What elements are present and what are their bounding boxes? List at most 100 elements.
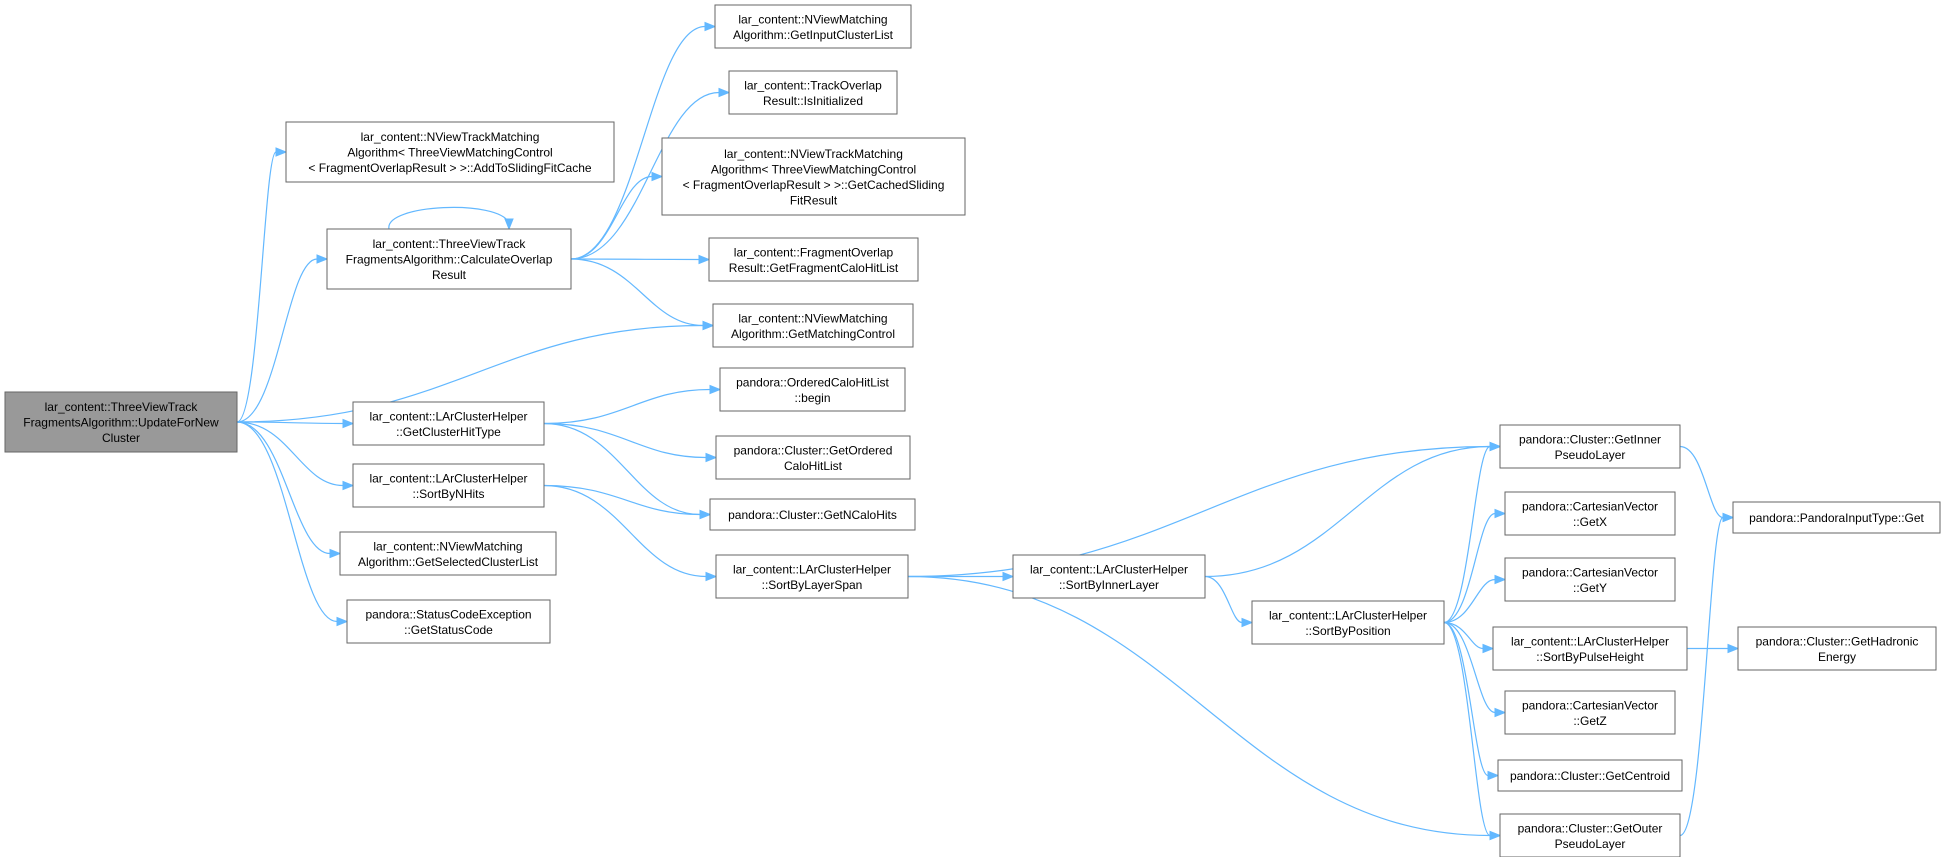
edge-line [907, 575, 1491, 837]
edge-arrowhead [1482, 643, 1495, 654]
node-box [285, 121, 615, 183]
node-label-line: < FragmentOverlapResult > >::AddToSlidin… [308, 161, 591, 175]
edge-line [236, 324, 704, 423]
node-label-line: lar_content::LArClusterHelper [369, 471, 527, 485]
edge-line [543, 484, 701, 516]
edge-line [907, 445, 1491, 578]
node-box [728, 70, 898, 115]
edge-arrowhead [705, 571, 718, 582]
node-label-line: ::GetZ [1573, 714, 1606, 728]
edge-arrowhead [329, 548, 342, 559]
edges-layer [236, 21, 1740, 841]
node-box [719, 367, 906, 412]
edge-calcoverlap-to-getmatching [570, 258, 715, 331]
node-label-line: Algorithm::GetMatchingControl [731, 327, 895, 341]
node-box [346, 599, 551, 644]
node-label-line: pandora::CartesianVector [1522, 698, 1658, 712]
node-sortinner[interactable]: lar_content::LArClusterHelper::SortByInn… [1012, 554, 1206, 599]
edge-gethittype-to-getordered [543, 422, 718, 463]
node-label-line: lar_content::NViewTrackMatching [361, 130, 540, 144]
edge-line [388, 206, 510, 230]
edge-getouter-to-pandoraget [1679, 512, 1735, 837]
node-box [1497, 759, 1683, 792]
edge-line [543, 388, 711, 425]
node-label-line: Result [432, 268, 467, 282]
node-getfragment[interactable]: lar_content::FragmentOverlapResult::GetF… [708, 237, 919, 282]
node-box [1499, 813, 1681, 857]
node-sortspan[interactable]: lar_content::LArClusterHelper::SortByLay… [715, 554, 909, 599]
node-label-line: ::SortByPosition [1305, 624, 1390, 638]
nodes-layer: lar_content::ThreeViewTrackFragmentsAlgo… [4, 4, 1941, 857]
node-box [709, 498, 916, 531]
node-getinput[interactable]: lar_content::NViewMatchingAlgorithm::Get… [714, 4, 912, 49]
node-box [352, 463, 545, 508]
node-label-line: pandora::Cluster::GetOuter [1518, 821, 1663, 835]
node-calcoverlap[interactable]: lar_content::ThreeViewTrackFragmentsAlgo… [326, 228, 572, 290]
node-label-line: ::SortByPulseHeight [1536, 650, 1644, 664]
edge-arrowhead [699, 509, 712, 520]
edge-arrowhead [316, 254, 329, 264]
node-pandoraget[interactable]: pandora::PandoraInputType::Get [1732, 501, 1941, 534]
node-box [339, 531, 557, 576]
edge-sortpos-to-getinner [1443, 441, 1502, 624]
node-label-line: pandora::OrderedCaloHitList [736, 375, 889, 389]
node-box [1012, 554, 1206, 599]
edge-line [570, 91, 720, 260]
node-label-line: FitResult [790, 193, 838, 207]
node-getselected[interactable]: lar_content::NViewMatchingAlgorithm::Get… [339, 531, 557, 576]
node-box [1499, 424, 1681, 469]
node-getz[interactable]: pandora::CartesianVector::GetZ [1504, 690, 1676, 735]
edge-arrowhead [704, 21, 717, 32]
edge-calcoverlap-to-getinput [570, 21, 717, 260]
node-sortnhits[interactable]: lar_content::LArClusterHelper::SortByNHi… [352, 463, 545, 508]
edge-arrowhead [1487, 770, 1500, 781]
node-box [1504, 690, 1676, 735]
node-box [1492, 626, 1688, 671]
node-label-line: pandora::StatusCodeException [365, 607, 531, 621]
edge-arrowhead [1002, 571, 1015, 582]
edge-sortpos-to-gety [1443, 574, 1507, 624]
node-gethittype[interactable]: lar_content::LArClusterHelper::GetCluste… [352, 401, 545, 446]
edge-arrowhead [1489, 441, 1502, 452]
node-getstatus[interactable]: pandora::StatusCodeException::GetStatusC… [346, 599, 551, 644]
node-label-line: lar_content::NViewMatching [738, 12, 887, 26]
edge-line [1204, 445, 1491, 578]
node-isinit[interactable]: lar_content::TrackOverlapResult::IsIniti… [728, 70, 898, 115]
node-box [1504, 557, 1676, 602]
node-getcentroid[interactable]: pandora::Cluster::GetCentroid [1497, 759, 1683, 792]
edge-sortnhits-to-getncalo [543, 484, 712, 520]
edge-arrowhead [705, 452, 718, 463]
node-label-line: lar_content::LArClusterHelper [1511, 634, 1669, 648]
node-box [352, 401, 545, 446]
node-addsliding[interactable]: lar_content::NViewTrackMatchingAlgorithm… [285, 121, 615, 183]
node-label-line: ::GetClusterHitType [396, 425, 501, 439]
node-getx[interactable]: pandora::CartesianVector::GetX [1504, 491, 1676, 536]
node-sortpos[interactable]: lar_content::LArClusterHelper::SortByPos… [1251, 600, 1445, 645]
edge-sortinner-to-sortpos [1204, 575, 1254, 628]
node-label-line: Energy [1818, 650, 1856, 664]
edge-arrowhead [1494, 707, 1507, 718]
node-label-line: lar_content::TrackOverlap [744, 78, 882, 92]
edge-sortpos-to-getcentroid [1443, 621, 1500, 781]
node-begin[interactable]: pandora::OrderedCaloHitList::begin [719, 367, 906, 412]
edge-root-to-gethittype [236, 418, 355, 429]
node-getcached[interactable]: lar_content::NViewTrackMatchingAlgorithm… [661, 137, 966, 216]
node-label-line: ::begin [794, 391, 830, 405]
node-label-line: Result::GetFragmentCaloHitList [729, 261, 899, 275]
node-sortpulse[interactable]: lar_content::LArClusterHelper::SortByPul… [1492, 626, 1688, 671]
node-getmatching[interactable]: lar_content::NViewMatchingAlgorithm::Get… [712, 303, 914, 348]
edge-calcoverlap-to-isinit [570, 87, 731, 260]
edge-line [543, 422, 701, 516]
node-label-line: lar_content::LArClusterHelper [369, 409, 527, 423]
node-label-line: pandora::Cluster::GetHadronic [1756, 634, 1919, 648]
node-gety[interactable]: pandora::CartesianVector::GetY [1504, 557, 1676, 602]
node-label-line: Algorithm< ThreeViewMatchingControl [711, 162, 916, 176]
node-label-line: pandora::Cluster::GetInner [1519, 432, 1661, 446]
edge-sortnhits-to-sortspan [543, 484, 718, 582]
node-getncalo[interactable]: pandora::Cluster::GetNCaloHits [709, 498, 916, 531]
node-root[interactable]: lar_content::ThreeViewTrackFragmentsAlgo… [4, 391, 238, 453]
